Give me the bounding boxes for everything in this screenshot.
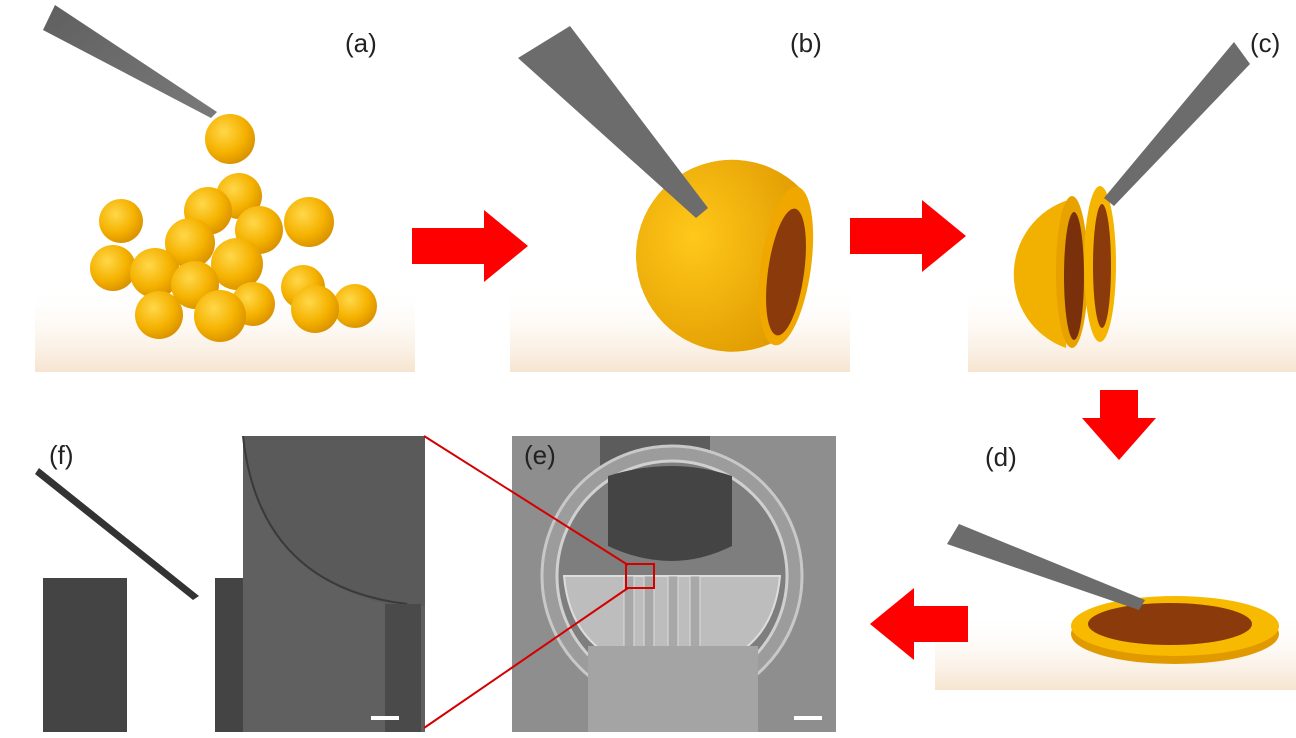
panel-label-a: (a)	[345, 28, 377, 58]
panel-c: (c)	[968, 0, 1296, 372]
panel-e-sem-image	[512, 436, 836, 732]
arrow-down	[1082, 390, 1156, 460]
panel-e: (e)	[512, 436, 836, 732]
panel-label-c: (c)	[1250, 28, 1281, 58]
arrow-right-1	[412, 210, 528, 282]
panel-b: (b)	[510, 0, 850, 372]
panel-d-illustration	[935, 524, 1296, 690]
panel-a-illustration	[35, 5, 415, 372]
sphere-cluster	[90, 114, 377, 342]
panel-label-e: (e)	[524, 440, 556, 470]
arrow-left	[870, 588, 968, 660]
panel-d: (d)	[935, 430, 1296, 690]
panel-a: (a)	[35, 0, 415, 372]
panel-b-illustration	[510, 26, 850, 372]
panel-label-d: (d)	[985, 442, 1017, 472]
panel-c-illustration	[968, 42, 1296, 372]
panel-label-f: (f)	[49, 440, 74, 470]
panel-label-b: (b)	[790, 28, 822, 58]
panel-f: (f)	[35, 436, 425, 732]
arrow-right-2	[850, 200, 966, 272]
panel-f-sem-image	[35, 436, 425, 732]
